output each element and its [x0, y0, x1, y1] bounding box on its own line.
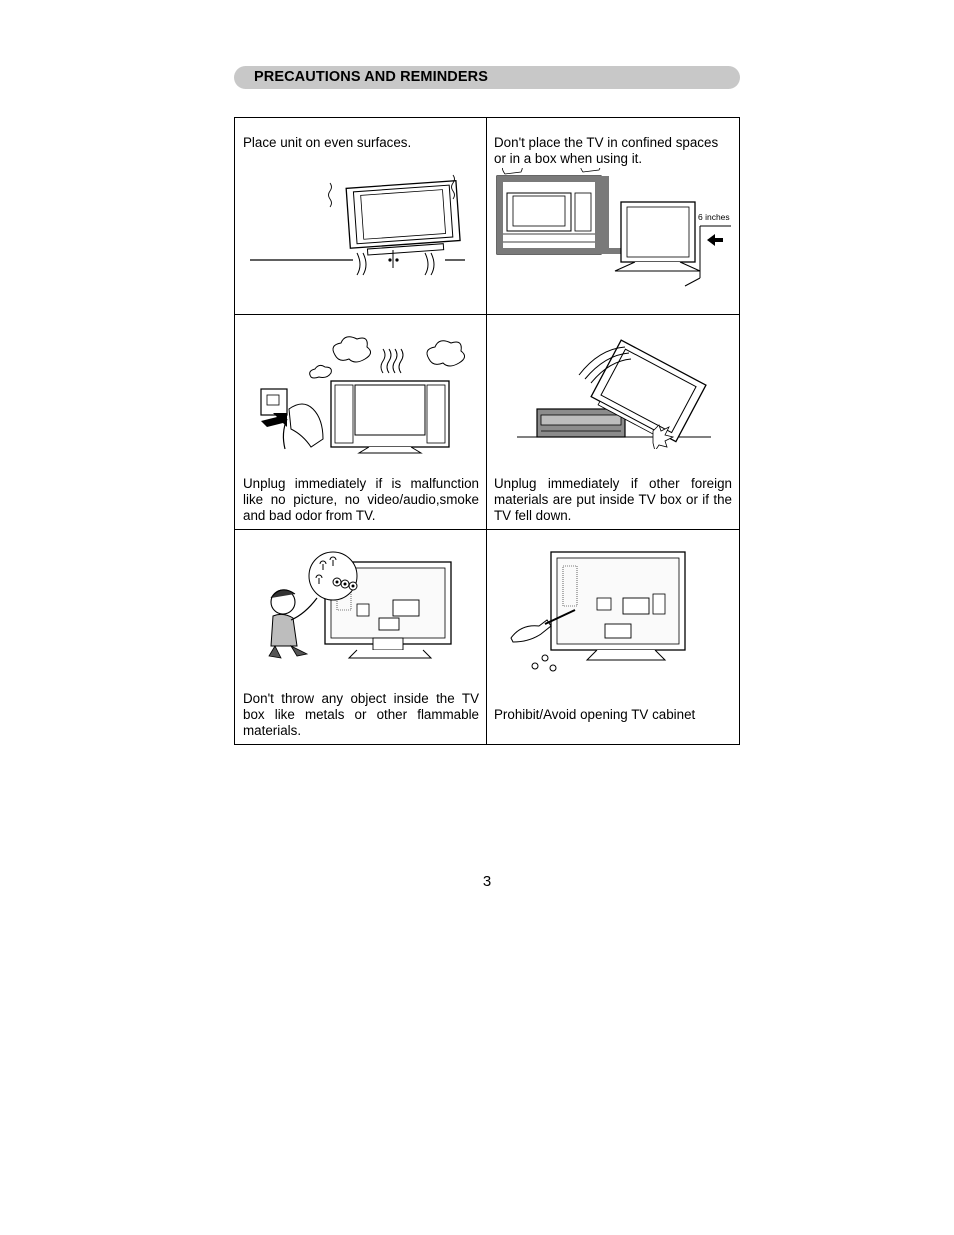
section-title: PRECAUTIONS AND REMINDERS	[254, 69, 488, 85]
precautions-table: Place unit on even surfaces. Don't place…	[234, 117, 740, 745]
precaution-text: Place unit on even surfaces.	[243, 135, 412, 150]
page-number: 3	[482, 873, 492, 890]
precaution-cell-confined-space: Don't place the TV in confined spaces or…	[487, 118, 739, 314]
tv-fell-down-illustration	[517, 339, 711, 449]
precaution-cell-cabinet: Prohibit/Avoid opening TV cabinet	[487, 530, 739, 744]
dimension-label: 6 inches	[698, 212, 730, 222]
precaution-cell-even-surface: Place unit on even surfaces.	[235, 118, 486, 314]
tv-in-confined-space-illustration: 6 inches	[496, 168, 731, 287]
precaution-cell-no-objects: Don't throw any object inside the TV box…	[235, 530, 486, 744]
precaution-cell-malfunction: Unplug immediately if is malfunction lik…	[235, 315, 486, 529]
opening-cabinet-illustration	[510, 551, 686, 672]
precaution-cell-foreign-materials: Unplug immediately if other foreign mate…	[487, 315, 739, 529]
precaution-text: Unplug immediately if other foreign mate…	[494, 476, 732, 523]
precaution-text: Don't throw any object inside the TV box…	[243, 691, 479, 738]
row-divider	[235, 314, 739, 315]
row-divider	[235, 529, 739, 530]
tv-on-uneven-surface-illustration	[250, 174, 465, 276]
unplug-tv-illustration	[260, 336, 465, 454]
column-divider	[486, 118, 487, 744]
precaution-text: Don't place the TV in confined spaces or…	[494, 135, 719, 166]
section-header-bar: PRECAUTIONS AND REMINDERS	[234, 66, 740, 89]
precaution-text: Prohibit/Avoid opening TV cabinet	[494, 707, 696, 722]
precaution-text: Unplug immediately if is malfunction lik…	[243, 476, 479, 523]
child-inserting-object-illustration	[268, 551, 452, 659]
